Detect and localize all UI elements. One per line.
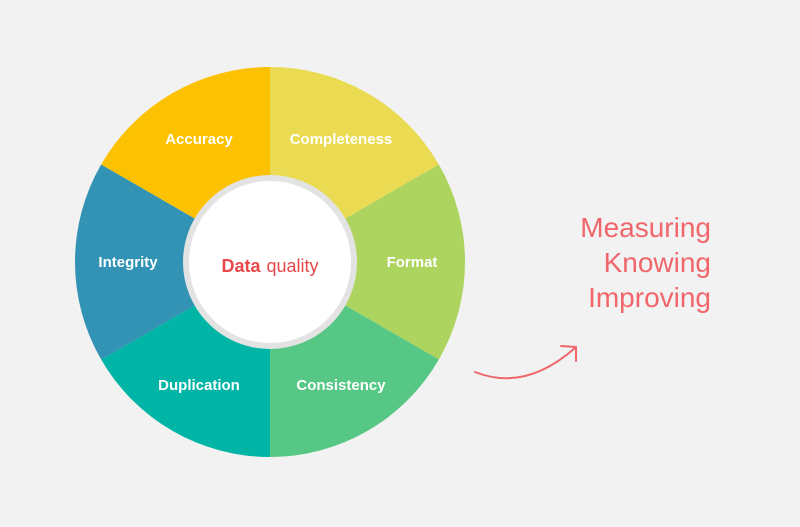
center-circle xyxy=(183,175,357,349)
side-words: Measuring Knowing Improving xyxy=(580,212,711,313)
side-word-measuring: Measuring xyxy=(580,212,711,243)
curved-arrow-shaft xyxy=(474,347,576,380)
curved-arrow-head xyxy=(560,345,577,362)
segment-label-consistency: Consistency xyxy=(296,377,386,394)
segment-label-duplication: Duplication xyxy=(158,377,240,394)
side-word-improving: Improving xyxy=(588,282,711,313)
segment-label-format: Format xyxy=(387,254,438,271)
segment-label-integrity: Integrity xyxy=(98,254,158,271)
segment-integrity xyxy=(75,164,270,360)
segment-format xyxy=(270,164,465,360)
segment-label-completeness: Completeness xyxy=(290,131,393,148)
side-word-knowing: Knowing xyxy=(604,247,711,278)
center-title-light: quality xyxy=(266,256,318,276)
segment-label-accuracy: Accuracy xyxy=(165,131,233,148)
curved-arrow-icon xyxy=(474,345,577,380)
center-title-strong: Data xyxy=(221,256,261,276)
